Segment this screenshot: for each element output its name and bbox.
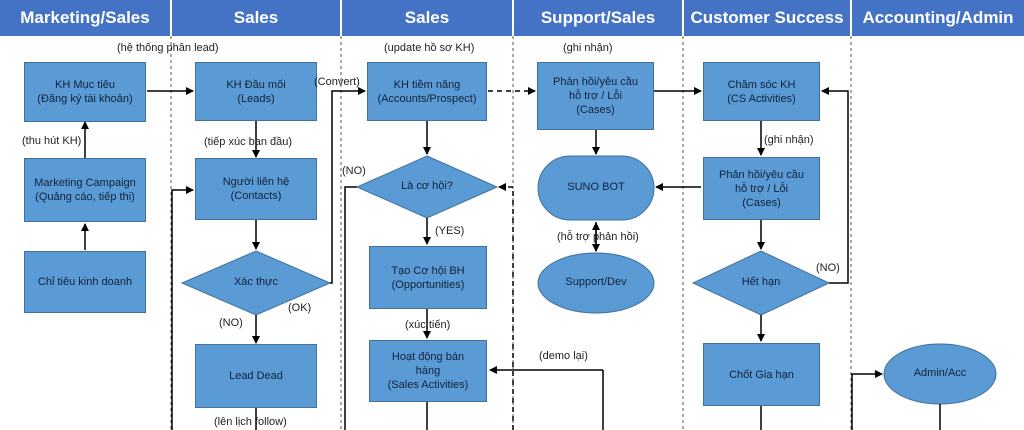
lane-header-support-sales: Support/Sales <box>514 0 682 36</box>
lane-header-sales-1: Sales <box>172 0 340 36</box>
node-kh-dau-moi: KH Đầu mối (Leads) <box>195 62 317 121</box>
label-update-ho-so: (update hồ sơ KH) <box>384 42 475 54</box>
node-kh-muc-tieu: KH Mục tiêu (Đăng ký tài khoản) <box>24 62 146 122</box>
label-no-xac-thuc: (NO) <box>219 317 243 329</box>
node-cham-soc-kh: Chăm sóc KH (CS Activities) <box>703 62 820 121</box>
lane-header-customer-success: Customer Success <box>684 0 850 36</box>
label-demo-lai: (demo lại) <box>539 350 588 362</box>
node-phan-hoi-support: Phản hồi/yêu cầu hỗ trợ / Lỗi (Cases) <box>537 62 654 130</box>
label-ok: (OK) <box>288 302 312 314</box>
node-chot-gia-han: Chốt Gia hạn <box>703 343 820 406</box>
node-chi-tieu-kinh-doanh: Chỉ tiêu kinh doanh <box>24 251 146 313</box>
node-lead-dead: Lead Dead <box>195 344 317 408</box>
node-xac-thuc: Xác thực <box>233 276 279 288</box>
node-support-dev: Support/Dev <box>565 276 627 288</box>
support-dev-shape <box>537 252 655 314</box>
node-nguoi-lien-he: Người liên hệ (Contacts) <box>195 158 317 220</box>
label-ghi-nhan-support: (ghi nhận) <box>563 42 613 54</box>
label-ghi-nhan-cs: (ghi nhận) <box>764 134 814 146</box>
label-ho-tro-phan-hoi: (hỗ trợ phản hồi) <box>557 231 639 243</box>
node-phan-hoi-cs: Phản hồi/yêu cầu hỗ trợ / Lỗi (Cases) <box>703 157 820 220</box>
node-la-co-hoi: Là cơ hội? <box>401 180 453 192</box>
node-het-han: Hết hạn <box>741 276 781 288</box>
node-suno-bot: SUNO BOT <box>567 181 625 193</box>
label-no-het-han: (NO) <box>816 262 840 274</box>
label-xuc-tien: (xúc tiến) <box>405 319 451 331</box>
node-marketing-campaign: Marketing Campaign (Quảng cáo, tiếp thị) <box>24 158 146 222</box>
node-admin-acc: Admin/Acc <box>913 367 967 379</box>
label-len-lich-follow: (lên lịch follow) <box>214 416 287 428</box>
node-hoat-dong-ban-hang: Hoạt động bán hàng (Sales Activities) <box>369 340 487 402</box>
lane-header-marketing-sales: Marketing/Sales <box>0 0 170 36</box>
node-kh-tiem-nang: KH tiềm năng (Accounts/Prospect) <box>367 62 487 121</box>
label-tiep-xuc-ban-dau: (tiếp xúc ban đầu) <box>204 136 293 148</box>
lane-header-sales-2: Sales <box>342 0 512 36</box>
suno-bot-shape <box>537 155 655 221</box>
node-tao-co-hoi: Tạo Cơ hội BH (Opportunities) <box>369 246 487 309</box>
label-no-co-hoi: (NO) <box>342 165 366 177</box>
lane-header-accounting-admin: Accounting/Admin <box>852 0 1024 36</box>
label-yes: (YES) <box>435 225 465 237</box>
label-thu-hut-kh: (thu hút KH) <box>22 135 82 147</box>
label-he-thong-phan-lead: (hệ thống phân lead) <box>117 42 219 54</box>
label-convert: (Convert) <box>314 76 360 88</box>
